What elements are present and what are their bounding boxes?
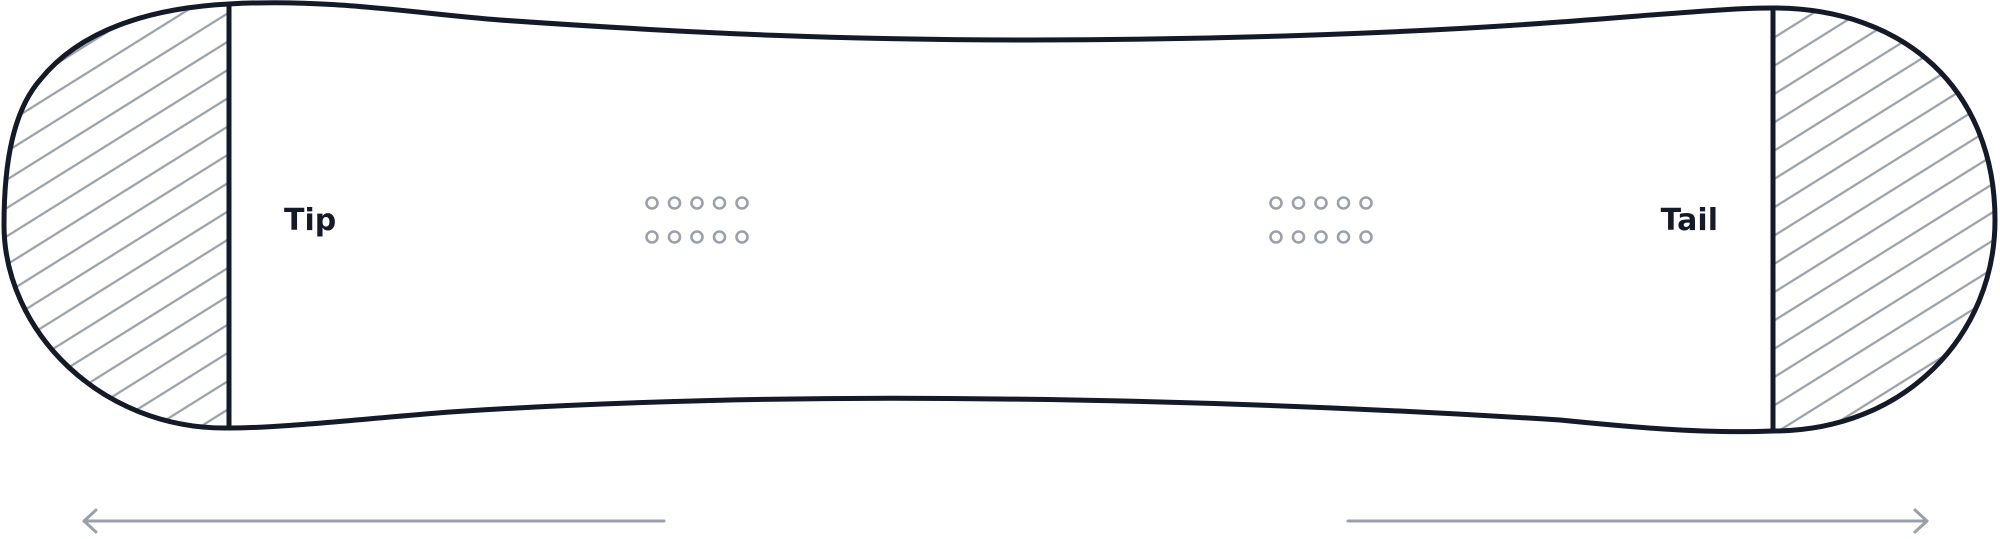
rear-insert-hole-icon [1336,196,1351,210]
rear-insert-hole-icon [1359,196,1373,210]
front-insert-hole-icon [667,196,682,210]
rear-insert-hole-icon [1291,196,1306,210]
rear-insert-hole-icon [1359,230,1373,244]
tip-label: Tip [284,203,336,238]
front-insert-hole-icon [735,196,749,210]
tail-hatch-zone [1773,2,1995,432]
front-insert-hole-icon [690,196,704,210]
rear-insert-hole-icon [1336,230,1351,244]
rear-insert-hole-icon [1269,230,1283,244]
rear-insert-pattern [1269,196,1373,244]
tail-label: Tail [1661,203,1718,238]
right-direction-arrow [1346,508,1929,534]
front-insert-hole-icon [667,230,682,244]
front-insert-hole-icon [712,230,727,244]
front-insert-hole-icon [645,230,659,244]
right-arrow-head-icon [1913,508,1929,534]
front-insert-hole-icon [735,230,749,244]
front-insert-pattern [645,196,749,244]
front-insert-hole-icon [712,196,727,210]
rear-insert-hole-icon [1269,196,1283,210]
rear-insert-hole-icon [1314,196,1328,210]
left-direction-arrow [82,508,666,534]
front-insert-hole-icon [645,196,659,210]
left-arrow-head-icon [82,508,98,534]
tip-hatch-zone [4,2,229,432]
rear-insert-hole-icon [1291,230,1306,244]
front-insert-hole-icon [690,230,704,244]
board-outline [1,0,1998,435]
rear-insert-hole-icon [1314,230,1328,244]
